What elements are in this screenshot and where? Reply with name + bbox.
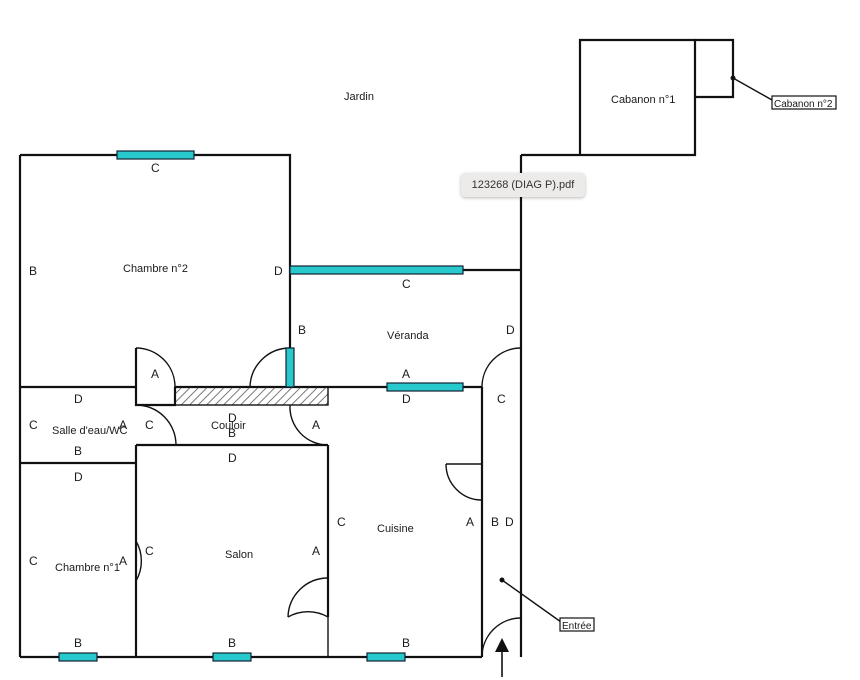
wall-letter: A xyxy=(402,367,410,381)
window-salon xyxy=(212,652,252,662)
window-cuisine xyxy=(366,652,406,662)
callout-entree: Entrée xyxy=(499,577,595,632)
callout-entree-label: Entrée xyxy=(562,621,592,632)
wall-letter: D xyxy=(74,470,83,484)
wall-letter: C xyxy=(402,277,411,291)
wall-letter: C xyxy=(145,544,154,558)
window-veranda-bottom xyxy=(386,382,464,392)
wall-letter: B xyxy=(228,636,236,650)
wall-letter: C xyxy=(145,418,154,432)
room-couloir: Couloir xyxy=(211,420,246,432)
room-cuisine: Cuisine xyxy=(377,523,414,535)
callout-cabanon2: Cabanon n°2 xyxy=(730,75,837,110)
wall-letter: A xyxy=(119,554,127,568)
wall-letter: D xyxy=(506,323,515,337)
wall-letter: A xyxy=(466,515,474,529)
wall-letter: D xyxy=(402,392,411,406)
wall-letter: A xyxy=(151,367,159,381)
wall-letter: C xyxy=(29,418,38,432)
hatched-wall xyxy=(174,386,329,406)
room-salle-eau: Salle d'eau/WC xyxy=(52,425,128,437)
window-veranda-door xyxy=(285,347,295,388)
doors xyxy=(135,347,522,658)
wall-letter: B xyxy=(402,636,410,650)
wall-letter: C xyxy=(337,515,346,529)
room-salon: Salon xyxy=(225,549,253,561)
room-chambre2: Chambre n°2 xyxy=(123,263,188,275)
wall-letter: D xyxy=(505,515,514,529)
wall-letter: B xyxy=(74,636,82,650)
wall-letter: C xyxy=(151,161,160,175)
wall-letter: D xyxy=(228,411,237,425)
entry-arrow-icon xyxy=(495,638,509,677)
callout-cabanon2-label: Cabanon n°2 xyxy=(774,99,833,110)
file-name-tag[interactable]: 123268 (DIAG P).pdf xyxy=(461,173,585,197)
wall-letter: B xyxy=(298,323,306,337)
wall-letter: D xyxy=(228,451,237,465)
room-chambre1: Chambre n°1 xyxy=(55,562,120,574)
window-veranda-top xyxy=(289,265,464,275)
room-labels: Jardin Cabanon n°1 Chambre n°2 Véranda S… xyxy=(52,91,675,574)
room-cabanon1: Cabanon n°1 xyxy=(611,94,675,106)
wall-letter: A xyxy=(312,418,320,432)
wall-letter: A xyxy=(119,418,127,432)
window-chambre2 xyxy=(116,150,195,160)
wall-letter: B xyxy=(491,515,499,529)
room-jardin: Jardin xyxy=(344,91,374,103)
wall-letters: C B D C B D A A D C A B D C B A D C A B … xyxy=(29,161,515,650)
wall-letter: D xyxy=(74,392,83,406)
wall-letter: B xyxy=(228,426,236,440)
windows xyxy=(58,150,464,662)
wall-letter: B xyxy=(29,264,37,278)
wall-letter: A xyxy=(312,544,320,558)
wall-letter: C xyxy=(29,554,38,568)
wall-letter: B xyxy=(74,444,82,458)
wall-letter: D xyxy=(274,264,283,278)
room-veranda: Véranda xyxy=(387,330,429,342)
wall-letter: C xyxy=(497,392,506,406)
window-chambre1 xyxy=(58,652,98,662)
